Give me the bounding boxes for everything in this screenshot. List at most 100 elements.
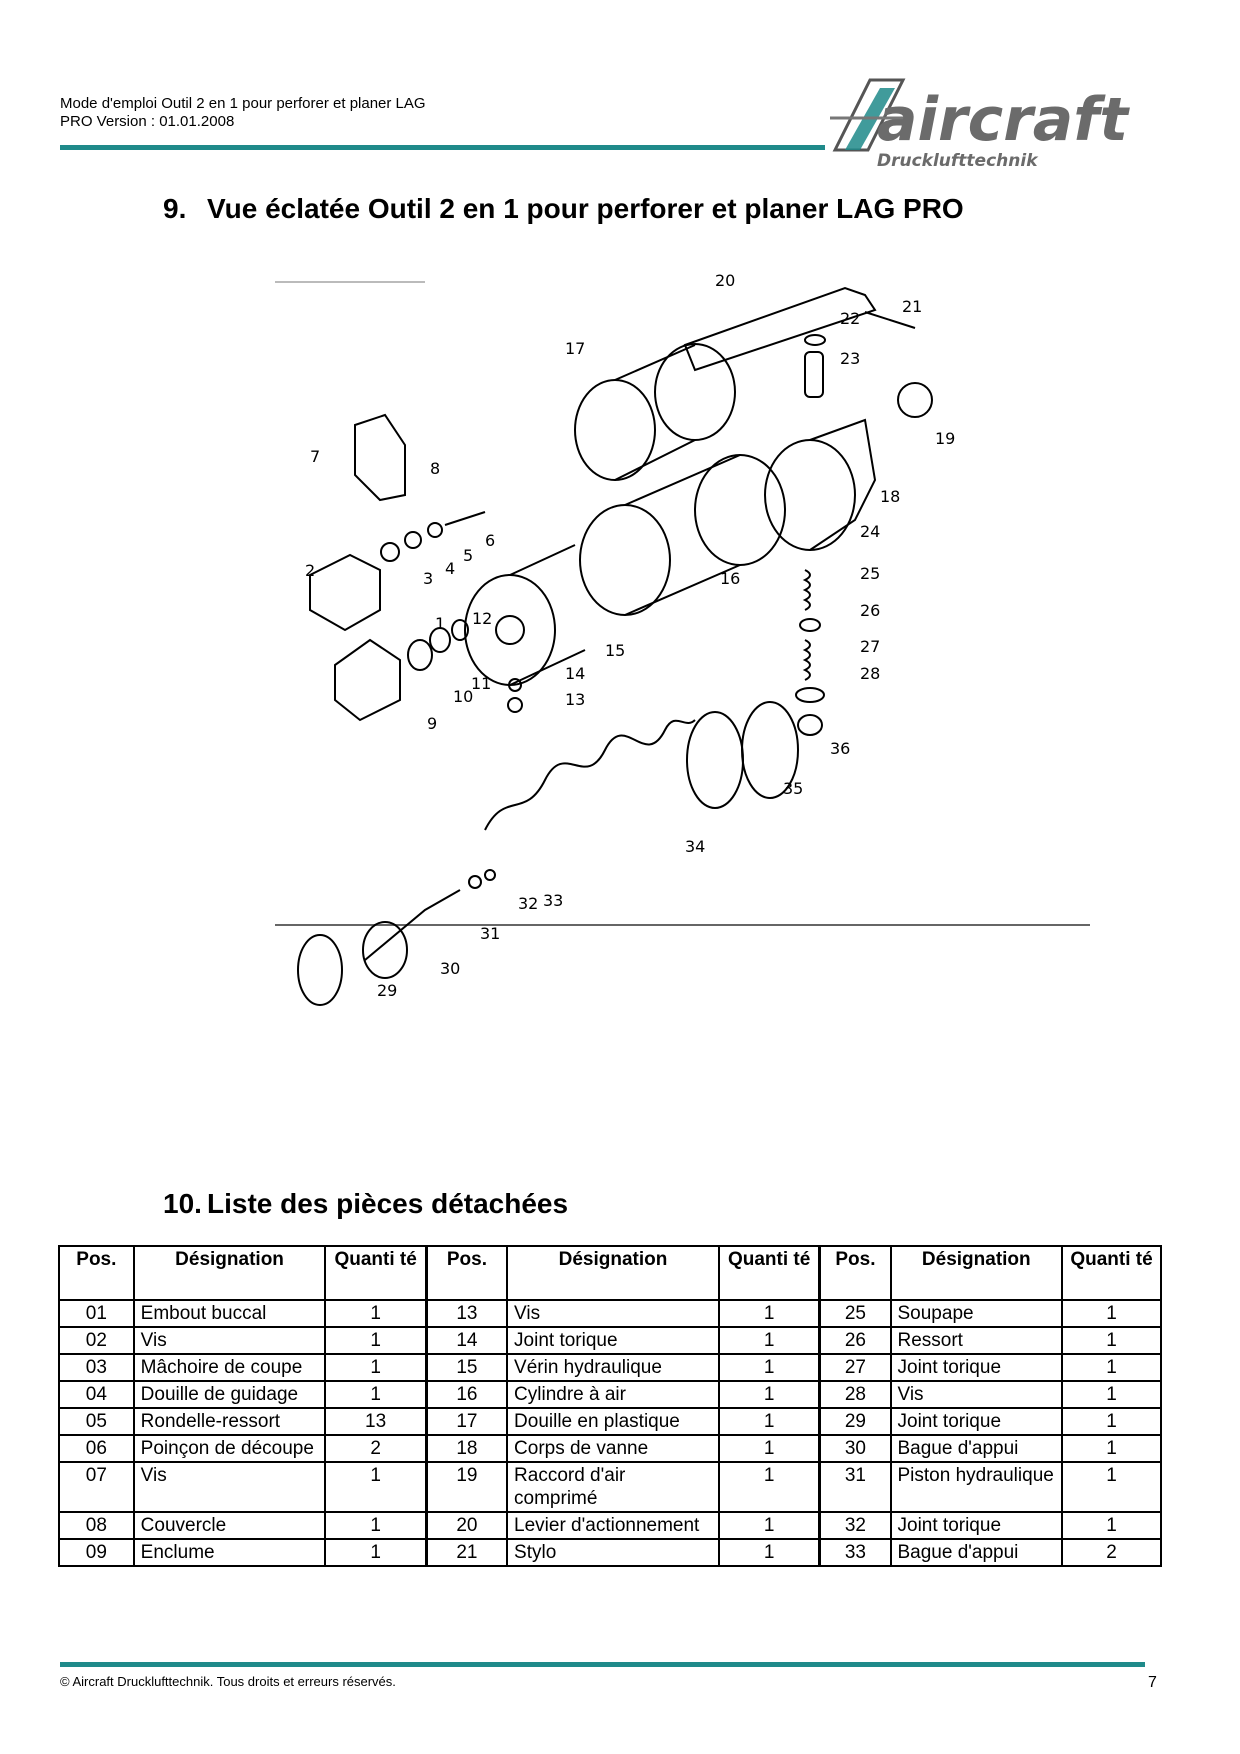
cell-quantity: 1 bbox=[324, 1326, 428, 1355]
ring-14 bbox=[508, 678, 522, 692]
ring-11 bbox=[429, 627, 451, 653]
col-pos: Pos. bbox=[58, 1245, 135, 1301]
cell-quantity: 1 bbox=[717, 1461, 821, 1513]
cell-quantity: 1 bbox=[717, 1299, 821, 1328]
piston-35 bbox=[686, 711, 744, 809]
col-designation: Désignation bbox=[132, 1245, 327, 1301]
cell-designation: Rondelle-ressort bbox=[132, 1407, 327, 1436]
col-designation: Désignation bbox=[889, 1245, 1064, 1301]
part-label-4: 4 bbox=[445, 559, 455, 578]
part-label-6: 6 bbox=[485, 531, 495, 550]
logo-word: aircraft bbox=[877, 85, 1130, 155]
cell-pos: 15 bbox=[424, 1353, 509, 1382]
cell-quantity: 13 bbox=[324, 1407, 428, 1436]
oring-27 bbox=[795, 687, 825, 703]
hydraulic-cylinder-front bbox=[464, 574, 556, 686]
screw-28 bbox=[797, 714, 823, 736]
cell-pos: 19 bbox=[424, 1461, 509, 1513]
document-header: Mode d'emploi Outil 2 en 1 pour perforer… bbox=[60, 95, 426, 131]
page-number: 7 bbox=[1148, 1674, 1157, 1691]
cell-pos: 08 bbox=[58, 1511, 135, 1540]
part-label-18: 18 bbox=[880, 487, 900, 506]
cell-designation: Piston hydraulique bbox=[889, 1461, 1064, 1513]
cell-designation: Bague d'appui bbox=[889, 1434, 1064, 1463]
col-quantity: Quanti té bbox=[717, 1245, 821, 1301]
cell-designation: Joint torique bbox=[889, 1511, 1064, 1540]
cell-designation: Vis bbox=[506, 1299, 720, 1328]
part-label-7: 7 bbox=[310, 447, 320, 466]
table-header-row: Pos. Désignation Quanti té Pos. Désignat… bbox=[58, 1245, 1162, 1301]
cell-designation: Levier d'actionnement bbox=[506, 1511, 720, 1540]
pin-part bbox=[864, 311, 916, 329]
cell-pos: 04 bbox=[58, 1380, 135, 1409]
cell-pos: 01 bbox=[58, 1299, 135, 1328]
screw-13 bbox=[507, 697, 523, 713]
ring-10 bbox=[407, 639, 433, 671]
part-label-15: 15 bbox=[605, 641, 625, 660]
cell-quantity: 1 bbox=[1061, 1511, 1162, 1540]
cell-designation: Douille en plastique bbox=[506, 1407, 720, 1436]
section-9-number: 9. bbox=[163, 193, 187, 224]
part-label-21: 21 bbox=[902, 297, 922, 316]
cell-quantity: 1 bbox=[717, 1538, 821, 1567]
part-label-5: 5 bbox=[463, 546, 473, 565]
cell-designation: Poinçon de découpe bbox=[132, 1434, 327, 1463]
section-9-text: Vue éclatée Outil 2 en 1 pour perforer e… bbox=[207, 193, 964, 224]
part-label-8: 8 bbox=[430, 459, 440, 478]
valve-body-front bbox=[764, 439, 856, 551]
logo-sub: Drucklufttechnik bbox=[877, 151, 1039, 168]
hydraulic-cylinder-bore bbox=[495, 615, 525, 645]
copyright: © Aircraft Drucklufttechnik. Tous droits… bbox=[60, 1674, 396, 1689]
cell-pos: 03 bbox=[58, 1353, 135, 1382]
part-label-3: 3 bbox=[423, 569, 433, 588]
part-label-1: 1 bbox=[435, 614, 445, 633]
cell-quantity: 1 bbox=[717, 1434, 821, 1463]
part-label-14: 14 bbox=[565, 664, 585, 683]
cell-designation: Embout buccal bbox=[132, 1299, 327, 1328]
cell-designation: Soupape bbox=[889, 1299, 1064, 1328]
cell-quantity: 1 bbox=[324, 1299, 428, 1328]
cell-pos: 14 bbox=[424, 1326, 509, 1355]
header-rule bbox=[60, 145, 825, 150]
washer-5 bbox=[427, 522, 443, 538]
cell-quantity: 2 bbox=[324, 1434, 428, 1463]
part-label-20: 20 bbox=[715, 271, 735, 290]
cell-pos: 26 bbox=[818, 1326, 892, 1355]
ring-12 bbox=[451, 619, 469, 641]
cell-designation: Bague d'appui bbox=[889, 1538, 1064, 1567]
cell-pos: 09 bbox=[58, 1538, 135, 1567]
cell-pos: 17 bbox=[424, 1407, 509, 1436]
cell-pos: 05 bbox=[58, 1407, 135, 1436]
cell-quantity: 1 bbox=[1061, 1461, 1162, 1513]
section-10-title: 10.Liste des pièces détachées bbox=[163, 1188, 568, 1220]
part-label-28: 28 bbox=[860, 664, 880, 683]
part-label-11: 11 bbox=[471, 674, 491, 693]
cell-designation: Vis bbox=[132, 1326, 327, 1355]
cell-designation: Douille de guidage bbox=[132, 1380, 327, 1409]
cell-pos: 30 bbox=[818, 1434, 892, 1463]
cell-designation: Joint torique bbox=[889, 1407, 1064, 1436]
valve-body-shell bbox=[809, 418, 877, 551]
footer-rule bbox=[60, 1662, 1145, 1667]
cell-pos: 16 bbox=[424, 1380, 509, 1409]
spring-26 bbox=[802, 639, 811, 681]
cell-quantity: 1 bbox=[324, 1461, 428, 1513]
cell-designation: Enclume bbox=[132, 1538, 327, 1567]
ring-30 bbox=[362, 921, 408, 979]
part-label-35: 35 bbox=[783, 779, 803, 798]
spring-34 bbox=[484, 719, 696, 831]
cell-pos: 21 bbox=[424, 1538, 509, 1567]
valve-stem-23 bbox=[804, 351, 824, 398]
part-label-26: 26 bbox=[860, 601, 880, 620]
guide-bush bbox=[380, 542, 400, 562]
air-cylinder-body bbox=[624, 454, 741, 616]
part-label-25: 25 bbox=[860, 564, 880, 583]
